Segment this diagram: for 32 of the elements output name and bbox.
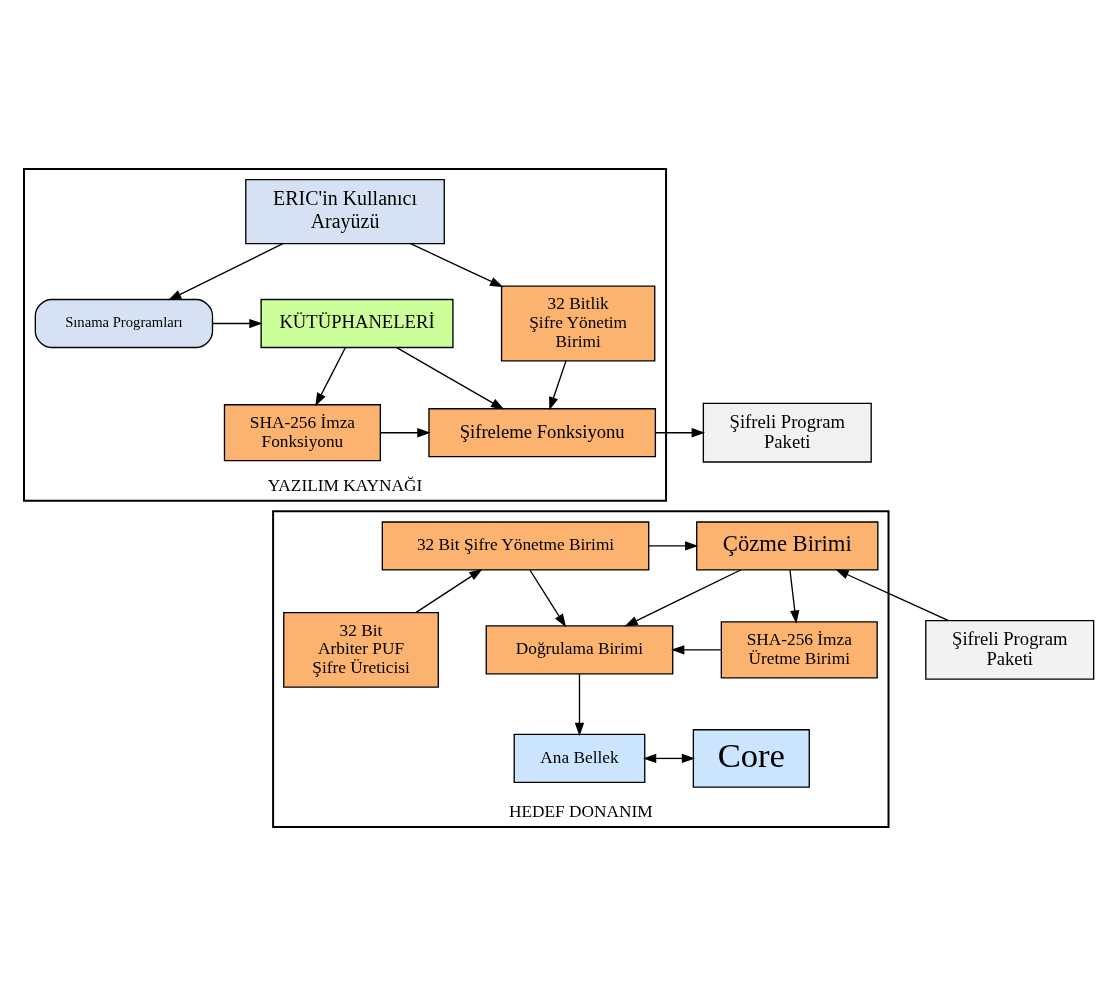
node-box: Şifreli Program Paketi <box>702 402 872 463</box>
arrow <box>654 428 705 438</box>
node-box: Doğrulama Birimi <box>485 625 674 675</box>
arrow <box>529 569 567 628</box>
node-box: Çözme Birimi <box>696 521 879 571</box>
arrow <box>624 569 742 627</box>
arrow <box>415 568 483 614</box>
node-box: Core <box>692 729 810 788</box>
arrow <box>409 243 504 288</box>
arrow <box>789 569 800 624</box>
arrow <box>671 645 722 655</box>
node-box: ERIC'in Kullanıcı Arayüzü <box>245 178 445 245</box>
node-box: Ana Bellek <box>513 733 646 784</box>
arrow <box>315 347 346 407</box>
arrow <box>549 360 567 411</box>
arrow <box>379 428 431 438</box>
node-box: 32 Bitlik Şifre Yönetim Birimi <box>500 285 656 362</box>
node-box: 32 Bit Şifre Yönetme Birimi <box>381 521 650 571</box>
arrow <box>574 673 585 737</box>
arrow <box>396 347 505 410</box>
arrow <box>648 541 699 551</box>
node-box: 32 Bit Arbiter PUF Şifre Üreticisi <box>283 611 439 688</box>
node-box: Sınama Programları <box>34 298 214 349</box>
node-box: Şifreli Program Paketi <box>925 619 1095 680</box>
node-box: SHA-256 İmza Üretme Birimi <box>720 621 878 679</box>
arrow <box>212 318 263 329</box>
node-box: Şifreleme Fonksiyonu <box>428 408 657 458</box>
arrow <box>168 243 284 301</box>
node-box: KÜTÜPHANELERİ <box>260 298 454 349</box>
arrow <box>642 753 696 764</box>
node-box: SHA-256 İmza Fonksiyonu <box>223 404 381 462</box>
arrow <box>835 569 949 622</box>
